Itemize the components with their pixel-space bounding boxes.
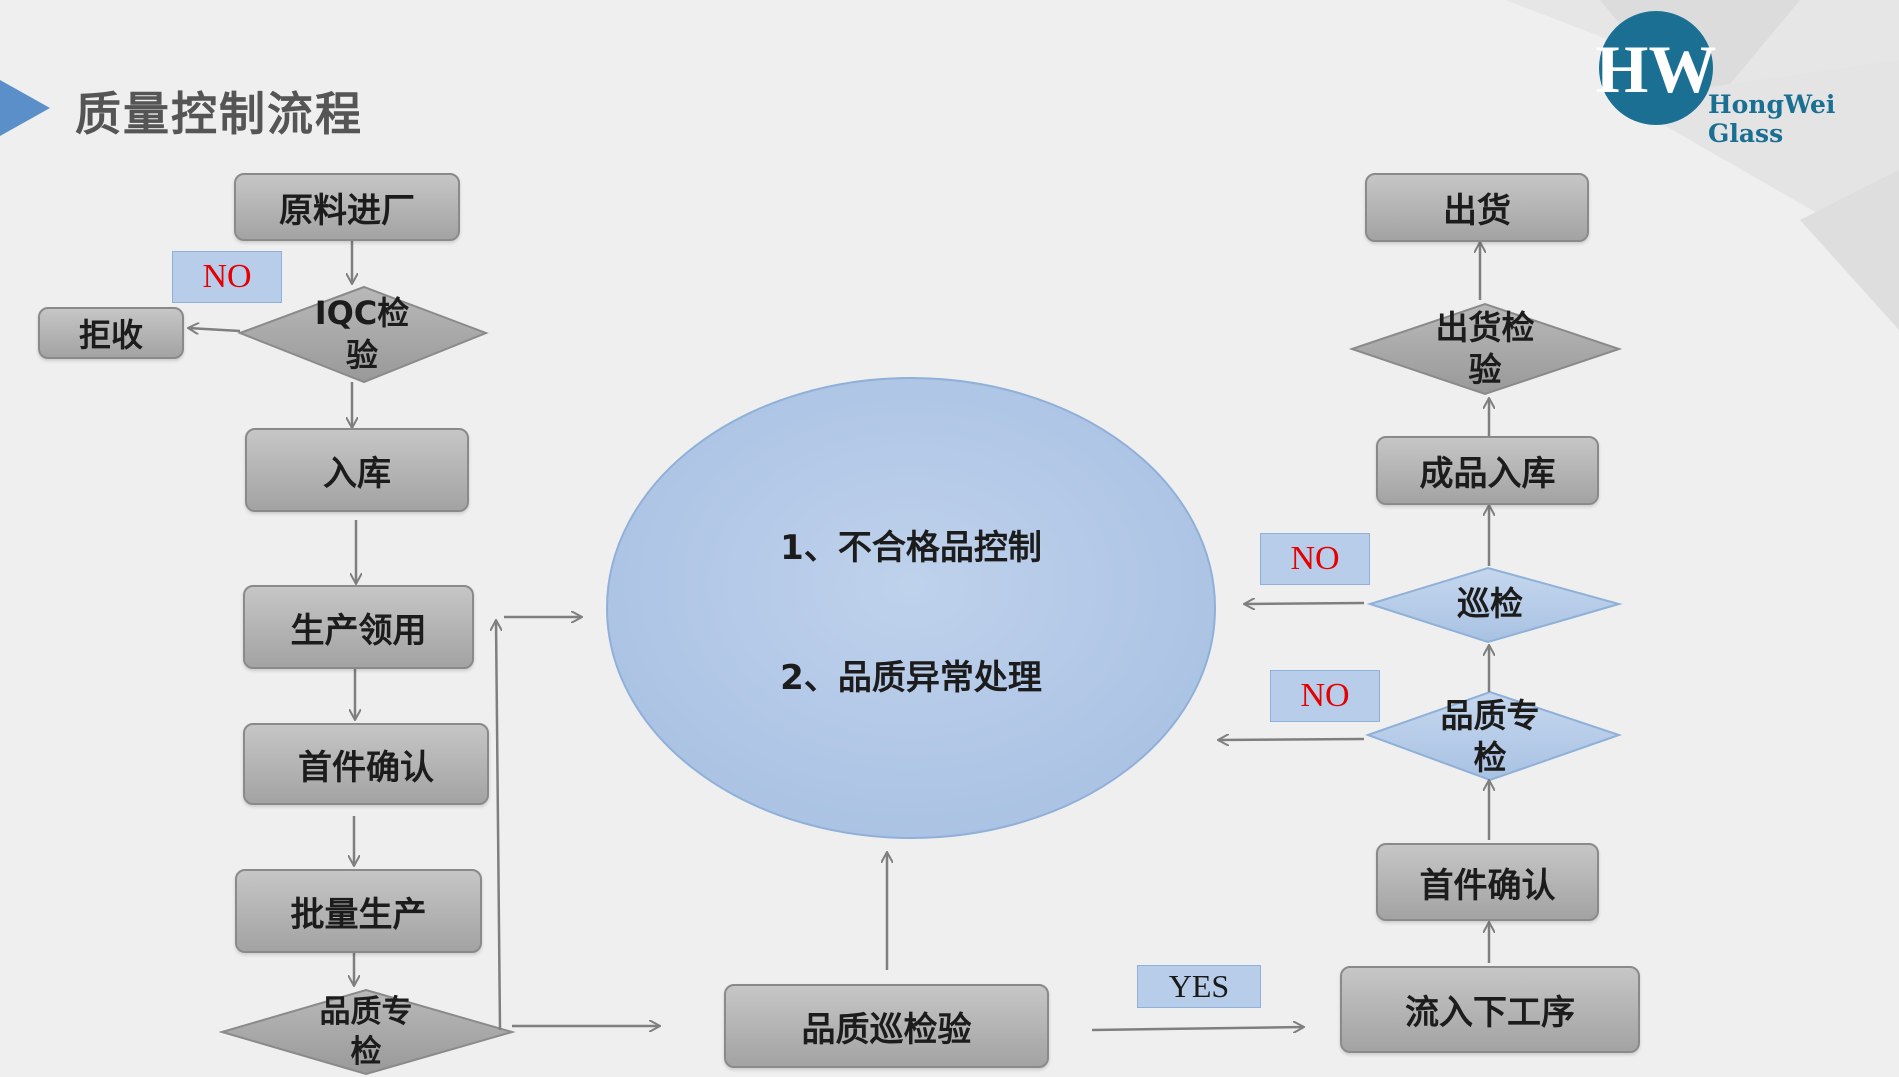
quality-special-diamond-left — [218, 988, 516, 1076]
node-shipment: 出货 — [1365, 173, 1589, 242]
connectors — [188, 240, 1489, 1030]
title-accent-triangle — [0, 80, 50, 136]
node-first-article-right: 首件确认 — [1376, 843, 1599, 921]
node-first-article-left: 首件确认 — [243, 723, 489, 805]
node-finished-storage: 成品入库 — [1376, 436, 1599, 505]
iqc-diamond — [237, 285, 489, 384]
no-tag-patrol: NO — [1260, 533, 1370, 585]
node-next-process: 流入下工序 — [1340, 966, 1640, 1053]
page-title: 质量控制流程 — [75, 87, 363, 141]
node-mass-production: 批量生产 — [235, 869, 482, 953]
node-production-requisition: 生产领用 — [243, 585, 474, 669]
node-patrol-inspection: 品质巡检验 — [724, 984, 1049, 1068]
patrol-label: 巡检 — [1457, 584, 1523, 623]
node-storage: 入库 — [245, 428, 469, 512]
hongwei-logo-icon: HW — [1596, 11, 1717, 125]
center-ellipse — [606, 377, 1216, 839]
ellipse-item-1: 1、不合格品控制 — [780, 528, 1042, 568]
no-tag-quality-special: NO — [1270, 670, 1380, 722]
yes-tag: YES — [1137, 965, 1261, 1008]
node-raw-material: 原料进厂 — [234, 173, 460, 241]
brand-text: HongWei Glass — [1708, 90, 1836, 148]
quality-special-left-label: 品质专检 — [319, 994, 413, 1070]
shipment-inspection-diamond — [1348, 302, 1623, 396]
svg-text:HW: HW — [1596, 31, 1717, 107]
node-reject: 拒收 — [38, 307, 184, 359]
iqc-label: IQC检验 — [314, 294, 410, 374]
shipment-inspection-label: 出货检验 — [1435, 308, 1535, 389]
quality-special-right-label: 品质专检 — [1440, 696, 1540, 777]
patrol-diamond — [1366, 566, 1623, 644]
quality-special-diamond-right — [1365, 690, 1623, 782]
ellipse-item-2: 2、品质异常处理 — [780, 658, 1042, 698]
no-tag-iqc: NO — [172, 251, 282, 303]
